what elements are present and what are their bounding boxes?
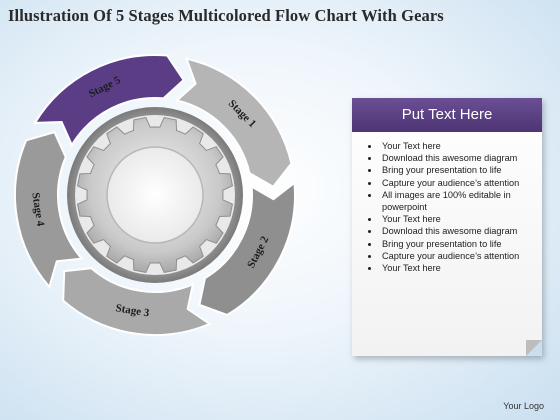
bullet-item: Capture your audience’s attention bbox=[380, 177, 534, 189]
bullet-list: Your Text hereDownload this awesome diag… bbox=[360, 140, 534, 274]
bullet-item: Bring your presentation to life bbox=[380, 238, 534, 250]
bullet-item: Download this awesome diagram bbox=[380, 152, 534, 164]
stage-arrow-2 bbox=[198, 180, 296, 317]
bullet-item: Your Text here bbox=[380, 140, 534, 152]
bullet-item: Your Text here bbox=[380, 213, 534, 225]
gear-hub bbox=[106, 146, 204, 244]
stage-arrow-1 bbox=[174, 57, 293, 189]
bullet-item: Download this awesome diagram bbox=[380, 225, 534, 237]
text-panel: Put Text Here Your Text hereDownload thi… bbox=[352, 98, 542, 356]
panel-header: Put Text Here bbox=[352, 98, 542, 132]
logo-text: Your Logo bbox=[503, 401, 544, 411]
stage-arrow-3 bbox=[62, 267, 212, 336]
page-curl-icon bbox=[526, 340, 542, 356]
stage-label-3: Stage 3 bbox=[115, 302, 151, 319]
bullet-item: Your Text here bbox=[380, 262, 534, 274]
stage-arrow-5 bbox=[33, 54, 185, 148]
bullet-item: Capture your audience’s attention bbox=[380, 250, 534, 262]
stage-arrows bbox=[14, 54, 296, 336]
page-title: Illustration Of 5 Stages Multicolored Fl… bbox=[8, 6, 444, 25]
stage-label-4: Stage 4 bbox=[29, 192, 46, 228]
bullet-item: Bring your presentation to life bbox=[380, 164, 534, 176]
bullet-item: All images are 100% editable in powerpoi… bbox=[380, 189, 534, 213]
stage-arrow-4 bbox=[14, 131, 84, 289]
